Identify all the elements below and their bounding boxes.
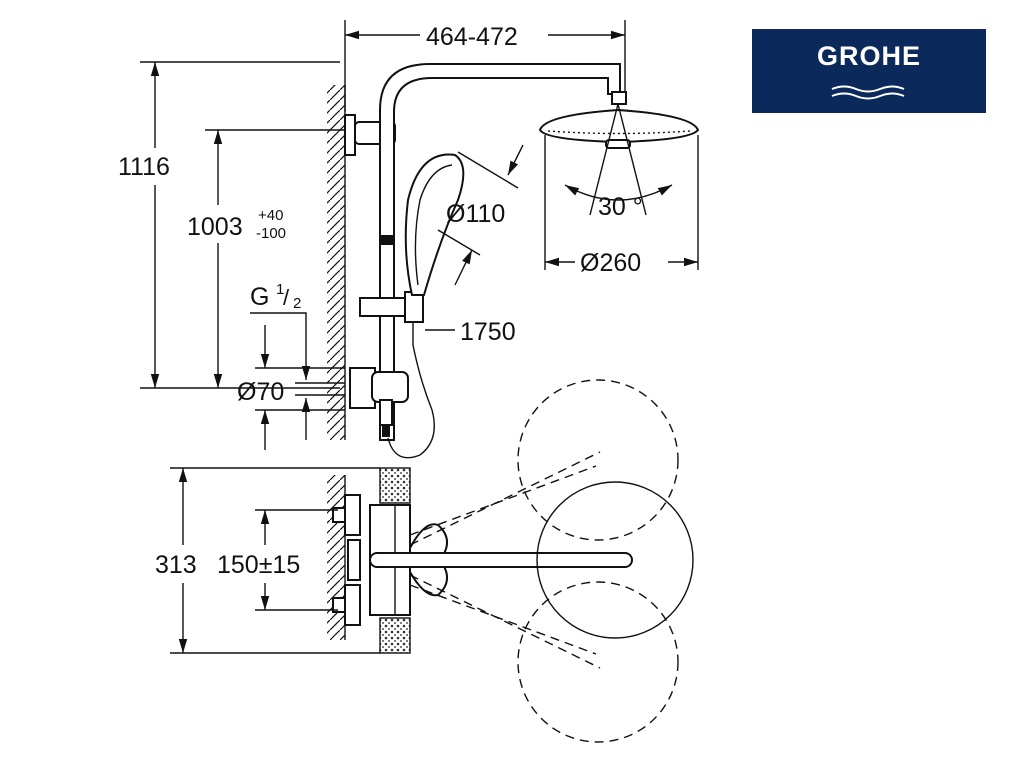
width-dimension: 464-472	[344, 20, 626, 112]
tolerance-minus: -100	[256, 225, 286, 242]
shower-riser	[344, 63, 627, 441]
head-diameter-label: Ø260	[580, 249, 641, 277]
hand-shower-diameter-label: Ø110	[446, 200, 505, 228]
wall-upper	[327, 85, 346, 440]
hose	[387, 322, 435, 459]
thread-g: G	[250, 283, 269, 311]
svg-text:/: /	[283, 285, 290, 310]
inlet-spacing-dimension: 150±15	[217, 509, 338, 611]
inlet-spacing-label: 150±15	[217, 551, 300, 579]
tilt-angle-label: 30 °	[598, 193, 643, 221]
tolerance-plus: +40	[258, 207, 283, 224]
mixer-plan-view	[332, 379, 694, 743]
hose-length-dimension: 1750	[425, 318, 516, 346]
hose-length-label: 1750	[460, 318, 516, 346]
head-shower: 30 °	[538, 103, 700, 221]
wall-lower	[327, 475, 346, 640]
width-label: 464-472	[426, 23, 518, 51]
total-height-label: 1116	[118, 153, 170, 181]
hand-shower-dimension: Ø110	[437, 144, 524, 286]
grohe-logo: GROHE	[752, 29, 986, 113]
head-diameter-dimension: Ø260	[544, 135, 699, 277]
mixer-height-label: 313	[155, 551, 197, 579]
rosette-diameter-label: Ø70	[237, 378, 284, 406]
arm-height-label: 1003	[187, 213, 243, 241]
height-dimension-1003: 1003 +40 -100	[187, 129, 350, 388]
hand-shower	[404, 153, 465, 296]
mixer-height-dimension: 313	[155, 467, 380, 654]
inlet-dimension: G 1 / 2 Ø70	[237, 281, 345, 450]
thread-numerator: 1	[276, 281, 284, 298]
logo-waves	[831, 85, 905, 100]
thread-denominator: 2	[293, 295, 301, 312]
height-dimension-1116: 1116	[118, 61, 340, 389]
logo-text: GROHE	[816, 41, 921, 71]
